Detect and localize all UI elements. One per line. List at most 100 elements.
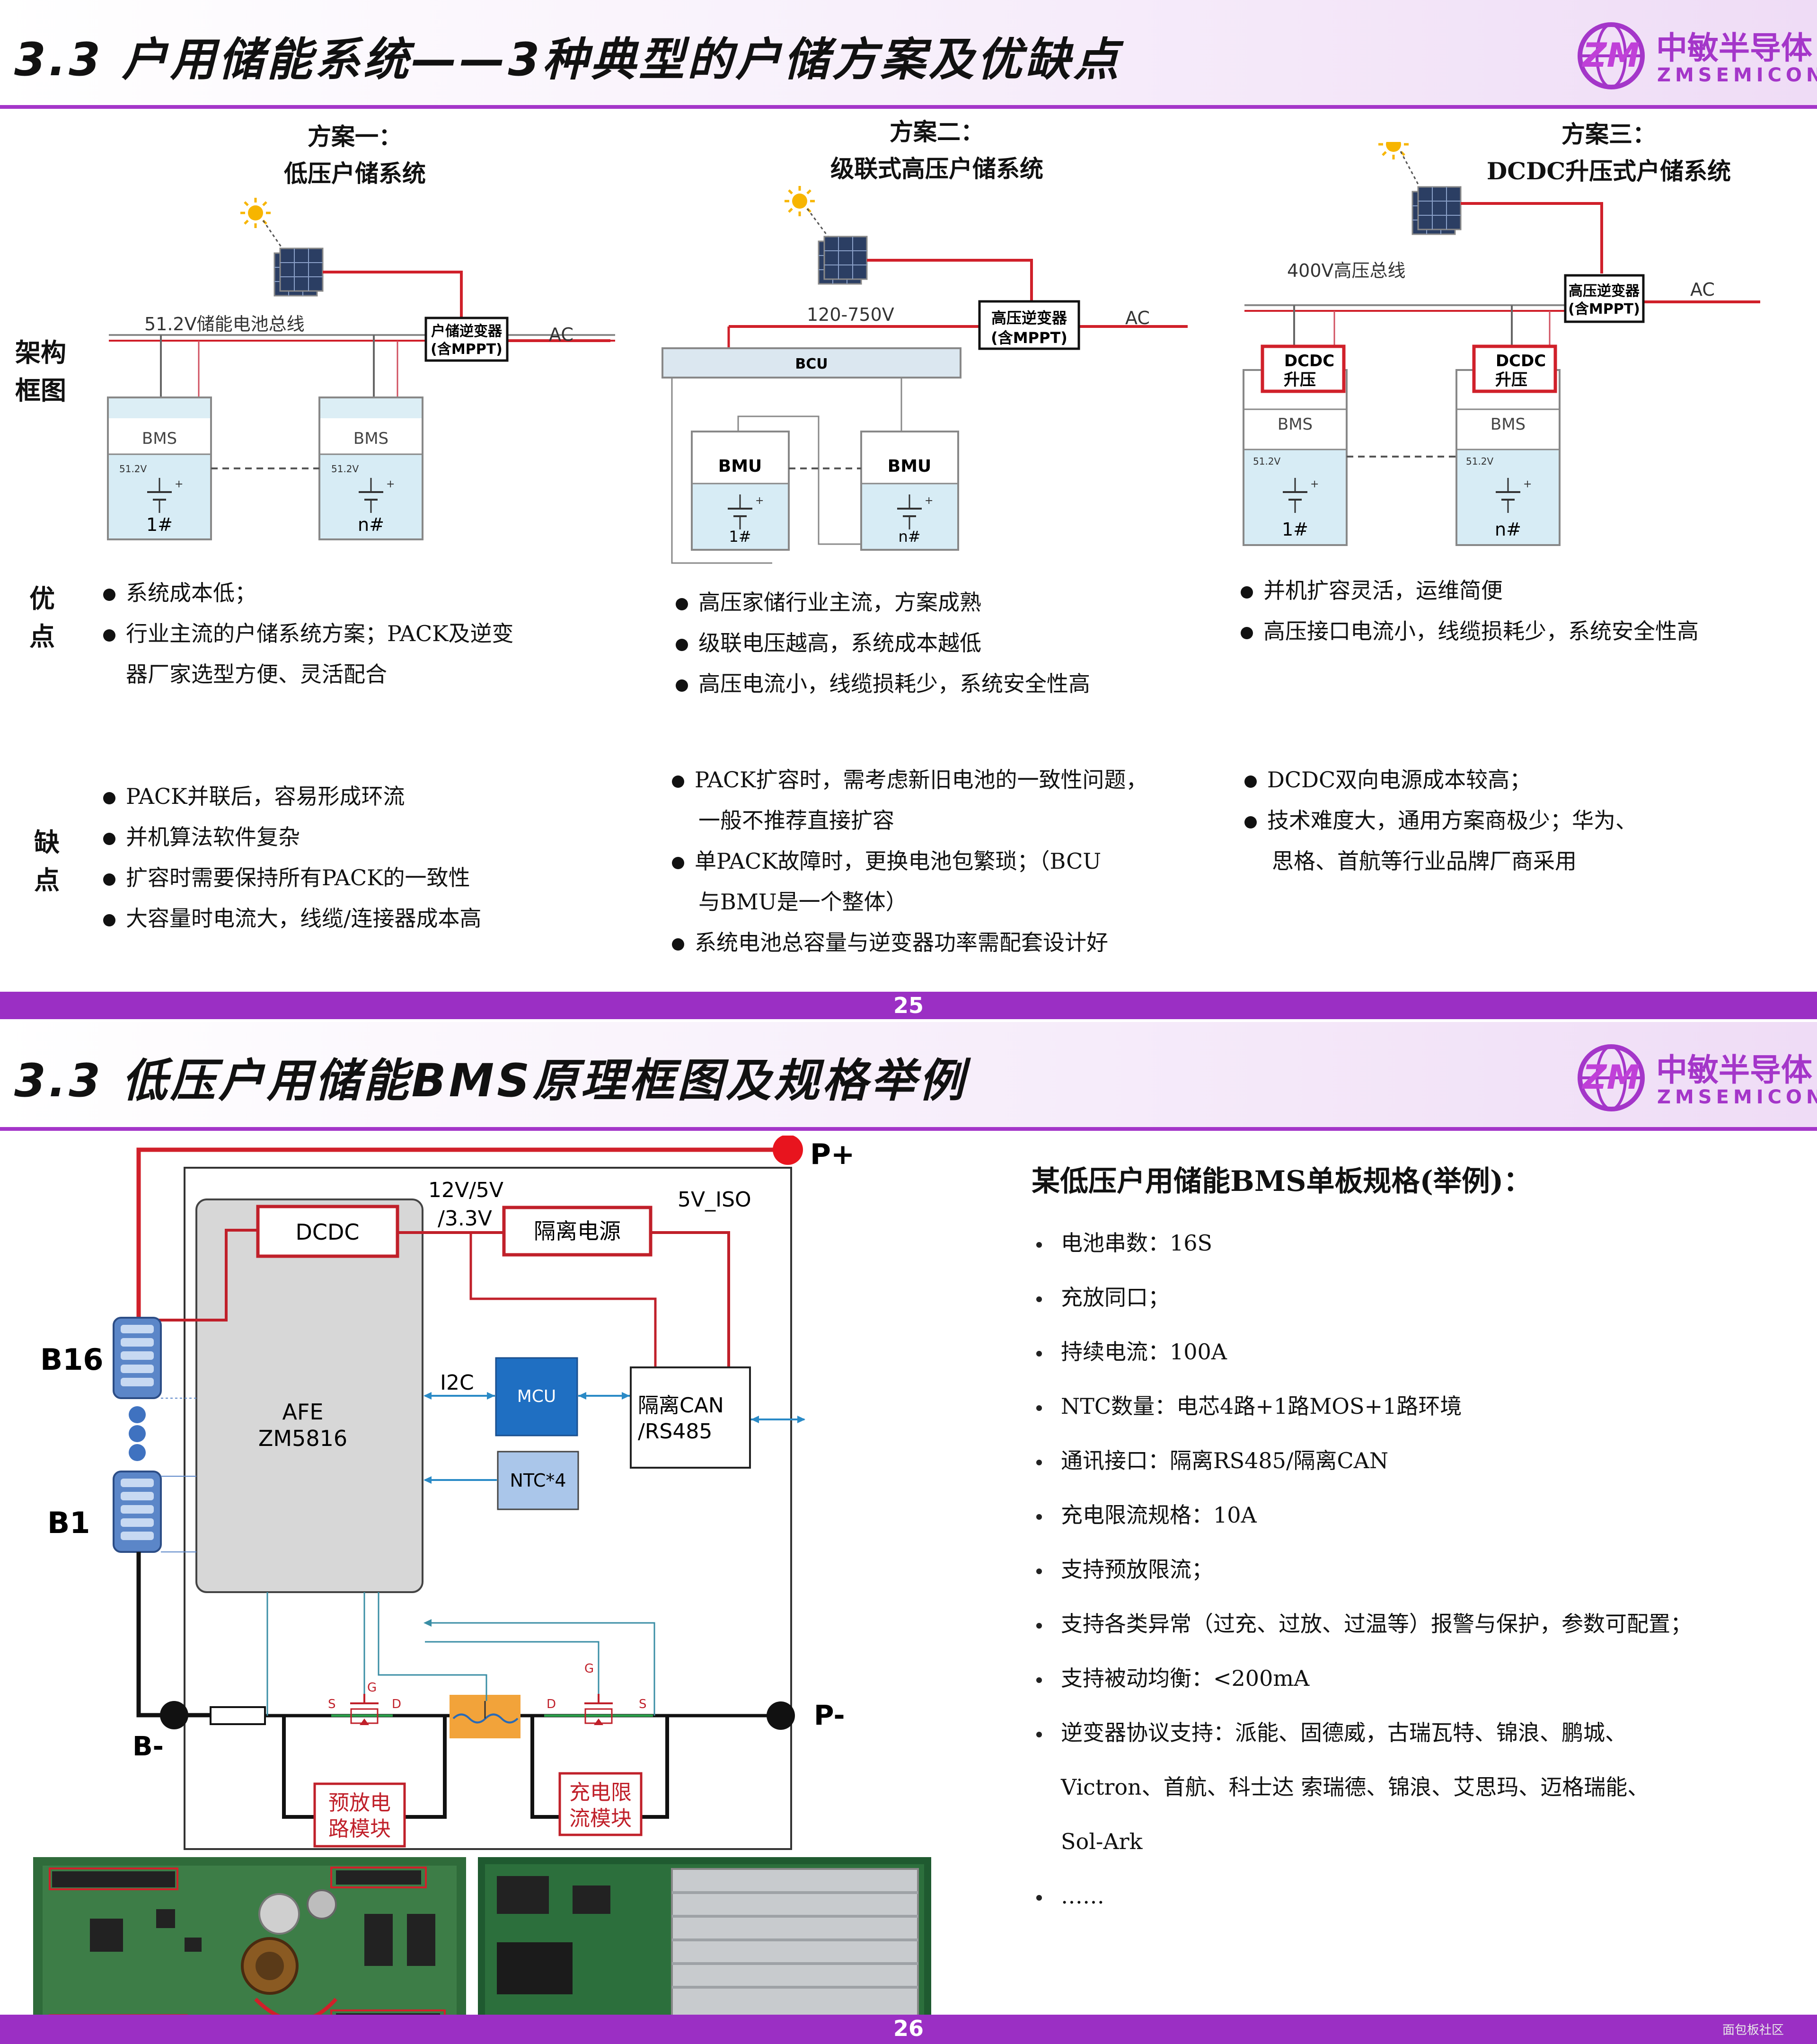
svg-text:NTC*4: NTC*4	[510, 1470, 566, 1491]
svg-text:高压逆变器: 高压逆变器	[991, 309, 1067, 327]
list-item: 逆变器协议支持：派能、固德威，古瑞瓦特、锦浪、鹏城、	[1036, 1706, 1692, 1760]
logo-cn-text: 中敏半导体	[1656, 1052, 1812, 1088]
arch-label: 架构 框图	[15, 337, 66, 405]
charge-limit-label-2: 流模块	[569, 1806, 632, 1831]
svg-text:ZM: ZM	[1582, 1058, 1640, 1097]
bms-block-diagram: P+ AFE ZM5816 DCDC 12V/5V /3.3V 隔离电源 5V_…	[40, 1136, 855, 1850]
scheme1-pros: 系统成本低； 行业主流的户储系统方案；PACK及逆变 器厂家选型方便、灵活配合	[103, 573, 514, 695]
svg-text:DCDC: DCDC	[1496, 352, 1546, 370]
battery-b16-icon	[113, 1317, 162, 1399]
list-item-continued: 器厂家选型方便、灵活配合	[126, 661, 387, 687]
list-item: PACK扩容时，需考虑新旧电池的一致性问题，	[672, 759, 1148, 800]
svg-text:n#: n#	[358, 514, 384, 535]
svg-text:51.2V: 51.2V	[331, 463, 359, 475]
mosfet-predischarge-icon: S D G	[328, 1681, 401, 1725]
svg-text:BMU: BMU	[888, 457, 932, 476]
slide2-page-number: 26	[893, 2016, 924, 2041]
svg-text:51.2V: 51.2V	[119, 463, 147, 475]
svg-text:120-750V: 120-750V	[807, 304, 894, 325]
logo-en-text: ZMSEMICON	[1657, 64, 1817, 86]
svg-text:DCDC: DCDC	[1284, 352, 1334, 370]
can-label-2: /RS485	[638, 1419, 712, 1444]
list-item: 支持预放限流；	[1036, 1542, 1692, 1597]
voltage-label-2: /3.3V	[438, 1207, 492, 1231]
list-item: NTC数量：电芯4路+1路MOS+1路环境	[1036, 1379, 1692, 1434]
list-item: ……	[1036, 1869, 1692, 1923]
svg-text:G: G	[367, 1681, 377, 1695]
list-item: 并机算法软件复杂	[103, 817, 482, 857]
svg-text:AC: AC	[1125, 308, 1150, 328]
svg-text:1#: 1#	[146, 514, 173, 535]
svg-text:ZM: ZM	[1582, 36, 1640, 75]
svg-text:P-: P-	[814, 1699, 845, 1731]
scheme3-cons: DCDC双向电源成本较高； 技术难度大，通用方案商极少；华为、 思格、首航等行业…	[1244, 759, 1637, 881]
list-item: 扩容时需要保持所有PACK的一致性	[103, 857, 482, 898]
cons-label: 缺 点	[34, 827, 60, 895]
list-item: 单PACK故障时，更换电池包繁琐；（BCU	[672, 841, 1148, 881]
svg-text:BMS: BMS	[142, 429, 177, 448]
zm-logo-icon: ZM	[1578, 22, 1645, 89]
svg-text:B16: B16	[40, 1342, 104, 1377]
slide1-title: 3.3 户用储能系统——3种典型的户储方案及优缺点	[14, 33, 1122, 86]
svg-text:D: D	[547, 1697, 556, 1711]
list-item: 系统电池总容量与逆变器功率需配套设计好	[672, 922, 1148, 963]
afe-label-2: ZM5816	[258, 1426, 347, 1451]
svg-text:BMS: BMS	[1278, 415, 1313, 434]
svg-text:(含MPPT): (含MPPT)	[1568, 301, 1640, 317]
list-item: 高压家储行业主流，方案成熟	[676, 582, 1090, 623]
scheme1-heading: 方案一：低压户储系统	[284, 123, 426, 187]
battery-b1-icon	[113, 1471, 162, 1553]
list-item: 级联电压越高，系统成本越低	[676, 623, 1090, 663]
scheme1-bus-label: 51.2V储能电池总线	[144, 314, 305, 335]
predischarge-label-2: 路模块	[328, 1817, 391, 1841]
scheme1-inverter-line1: 户储逆变器	[431, 323, 503, 340]
svg-text:S: S	[639, 1697, 647, 1711]
slide2-logo: ZM 中敏半导体 ZMSEMICON	[1576, 1040, 1817, 1116]
list-item: 支持各类异常（过充、过放、过温等）报警与保护，参数可配置；	[1036, 1597, 1692, 1651]
list-item: 行业主流的户储系统方案；PACK及逆变	[103, 613, 514, 654]
svg-text:D: D	[392, 1697, 401, 1711]
list-item: DCDC双向电源成本较高；	[1244, 759, 1637, 800]
slide2-header-rule	[0, 1127, 1817, 1131]
svg-text:BMS: BMS	[353, 429, 388, 448]
svg-text:(含MPPT): (含MPPT)	[991, 329, 1067, 347]
list-item: 大容量时电流大，线缆/连接器成本高	[103, 898, 482, 939]
scheme1-inverter-line2: (含MPPT)	[431, 341, 503, 358]
predischarge-label-1: 预放电	[328, 1791, 391, 1815]
list-item: 并机扩容灵活，运维简便	[1241, 570, 1699, 611]
scheme2-pros: 高压家储行业主流，方案成熟 级联电压越高，系统成本越低 高压电流小，线缆损耗少，…	[676, 582, 1090, 704]
svg-text:AC: AC	[1690, 279, 1715, 300]
logo-en-text: ZMSEMICON	[1657, 1086, 1817, 1108]
list-item-continued: 思格、首航等行业品牌厂商采用	[1272, 848, 1577, 874]
charge-limit-label-1: 充电限	[569, 1780, 632, 1805]
p-plus-label: P+	[810, 1138, 855, 1171]
list-item: 持续电流：100A	[1036, 1325, 1692, 1379]
scheme1-cons: PACK并联后，容易形成环流 并机算法软件复杂 扩容时需要保持所有PACK的一致…	[103, 776, 482, 939]
pros-label: 优 点	[29, 583, 55, 652]
svg-text:S: S	[328, 1697, 336, 1711]
list-item: 充电限流规格：10A	[1036, 1488, 1692, 1542]
list-item-continued: 与BMU是一个整体）	[698, 889, 908, 915]
watermark-text: 面包板社区	[1722, 2023, 1784, 2037]
list-item-continued: Victron、首航、科士达 索瑞德、锦浪、艾思玛、迈格瑞能、	[1061, 1774, 1649, 1800]
logo-cn-text: 中敏半导体	[1656, 30, 1812, 66]
slide1-footer: 25	[0, 992, 1817, 1019]
scheme3-heading: 方案三：DCDC升压式户储系统	[1486, 120, 1731, 185]
list-item: 系统成本低；	[103, 573, 514, 613]
svg-text:B1: B1	[47, 1506, 90, 1540]
list-item: 电池串数：16S	[1036, 1216, 1692, 1270]
spec-list: 电池串数：16S 充放同口； 持续电流：100A NTC数量：电芯4路+1路MO…	[1036, 1216, 1692, 1923]
list-item: 高压电流小，线缆损耗少，系统安全性高	[676, 663, 1090, 704]
afe-label-1: AFE	[282, 1399, 324, 1425]
slide2-title: 3.3 低压户用储能BMS原理框图及规格举例	[14, 1054, 967, 1107]
scheme1-ac-label: AC	[549, 324, 573, 345]
scheme2-cons: PACK扩容时，需考虑新旧电池的一致性问题， 一般不推荐直接扩容 单PACK故障…	[672, 759, 1148, 963]
svg-text:I2C: I2C	[440, 1371, 474, 1395]
svg-text:高压逆变器: 高压逆变器	[1569, 283, 1640, 300]
svg-text:n#: n#	[1495, 519, 1521, 540]
scheme3-pros: 并机扩容灵活，运维简便 高压接口电流小，线缆损耗少，系统安全性高	[1241, 570, 1699, 652]
svg-text:1#: 1#	[729, 528, 751, 546]
svg-text:5V_ISO: 5V_ISO	[678, 1188, 751, 1212]
voltage-label-1: 12V/5V	[428, 1178, 503, 1202]
